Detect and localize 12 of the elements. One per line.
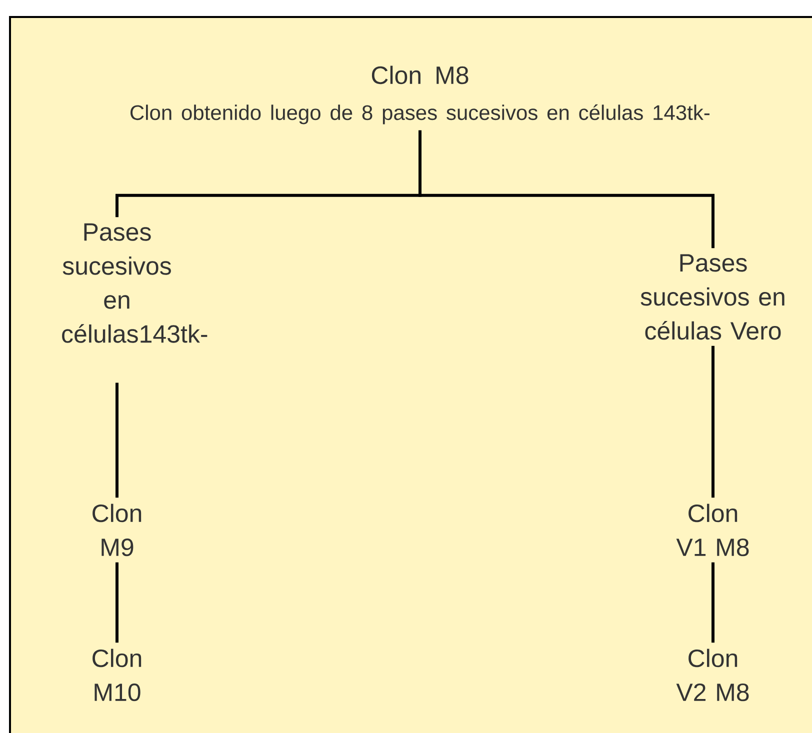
title-text: Clon M8 Clon obtenido luego de 8 pases sucesivos en células 143tk- (130, 66, 710, 124)
step-label: Pases sucesivos en células Vero (640, 254, 784, 340)
connector-line (712, 562, 714, 643)
clone-label: Clon M10 (92, 648, 142, 702)
clone-label: Clon M9 (92, 504, 142, 556)
clone-label: Clon V2 M8 (676, 648, 749, 702)
connector-line (116, 382, 118, 498)
connector-line (418, 130, 714, 248)
connector-line (116, 562, 118, 643)
clone-label: Clon V1 M8 (676, 504, 749, 556)
connector-line (712, 346, 714, 498)
step-label: Pases sucesivos en células143tk- (62, 223, 208, 343)
